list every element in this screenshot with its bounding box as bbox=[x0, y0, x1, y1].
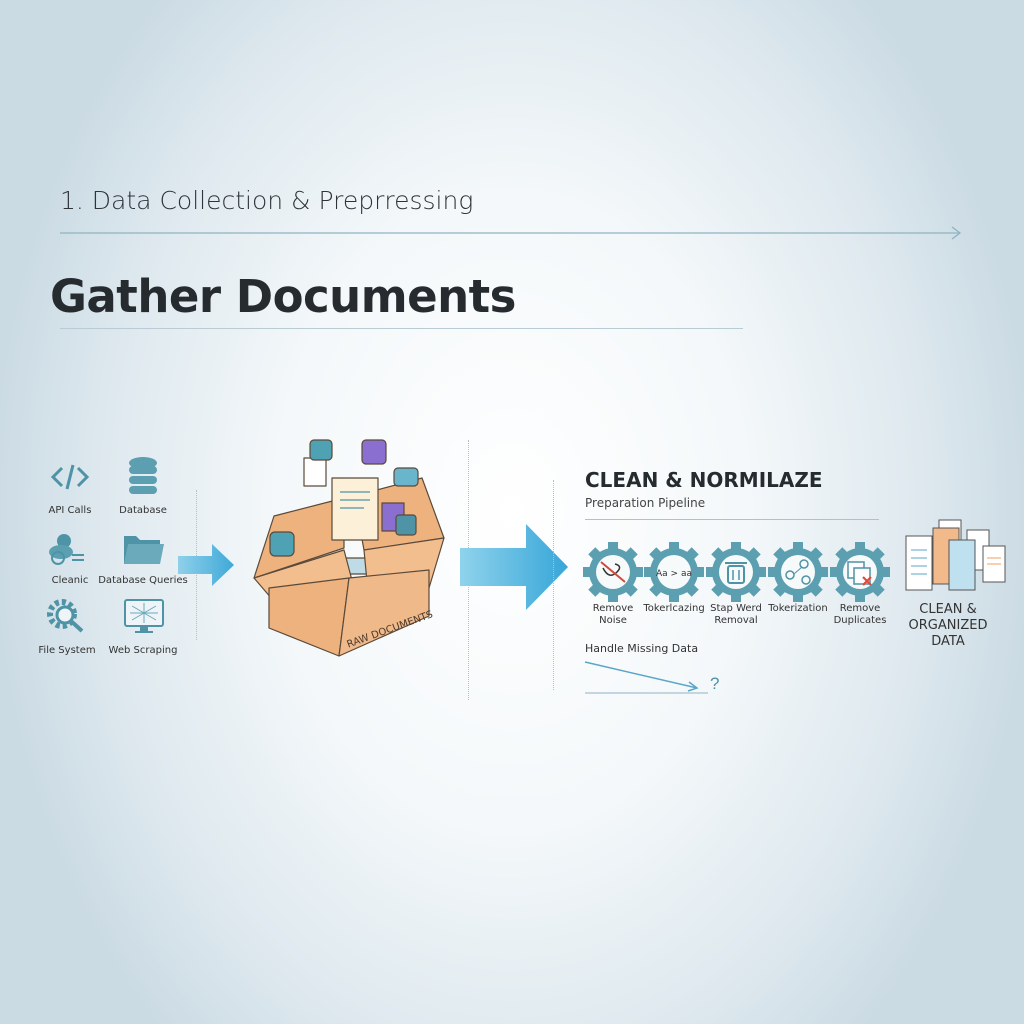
svg-text:Aa > aa: Aa > aa bbox=[656, 569, 692, 579]
database-icon bbox=[129, 457, 157, 494]
duplicate-icon bbox=[830, 542, 890, 602]
missing-data-arrow bbox=[584, 661, 708, 694]
source-label: File System bbox=[38, 645, 96, 656]
pipeline-step-label: Tokerlcazing bbox=[643, 603, 705, 614]
clean-documents-icon bbox=[905, 519, 1006, 591]
trash-icon bbox=[706, 542, 766, 602]
lowercase-icon: Aa > aa bbox=[644, 542, 704, 602]
result-label: CLEAN & ORGANIZED DATA bbox=[908, 602, 988, 649]
pipeline-step-label: Remove Noise bbox=[592, 603, 634, 626]
pipeline-step-label: Tokerization bbox=[768, 603, 828, 614]
source-label: Database bbox=[119, 505, 167, 516]
missing-data-label: Handle Missing Data bbox=[585, 642, 699, 655]
section-heading: 1. Data Collection & Preprressing bbox=[60, 186, 474, 215]
nodes-icon bbox=[768, 542, 828, 602]
header-arrow-line bbox=[60, 226, 962, 240]
question-mark: ? bbox=[710, 674, 720, 693]
divider-dotted bbox=[553, 480, 554, 690]
gear-search-icon bbox=[47, 599, 84, 633]
flow-arrow-small bbox=[178, 544, 234, 586]
pipeline-title: CLEAN & NORMILAZE bbox=[585, 468, 823, 492]
source-label: Web Scraping bbox=[108, 645, 178, 656]
source-label: Cleanic bbox=[51, 575, 89, 586]
raw-documents-box: RAW DOCUMENTS bbox=[253, 439, 445, 657]
code-icon bbox=[50, 464, 90, 490]
pipeline-step-label: Stap Werd Removal bbox=[710, 603, 762, 626]
page-title: Gather Documents bbox=[50, 270, 516, 323]
monitor-web-icon bbox=[124, 599, 164, 633]
pipeline-subtitle: Preparation Pipeline bbox=[585, 496, 706, 510]
source-label: Database Queries bbox=[98, 575, 188, 586]
pipeline-divider bbox=[585, 519, 879, 520]
title-divider bbox=[60, 328, 743, 329]
pipeline-step-label: Remove Duplicates bbox=[833, 603, 887, 626]
cloud-icon bbox=[49, 534, 84, 565]
folder-icon bbox=[124, 536, 164, 564]
flow-arrow-large bbox=[460, 524, 568, 610]
source-label: API Calls bbox=[48, 505, 92, 516]
noise-icon bbox=[583, 542, 643, 602]
